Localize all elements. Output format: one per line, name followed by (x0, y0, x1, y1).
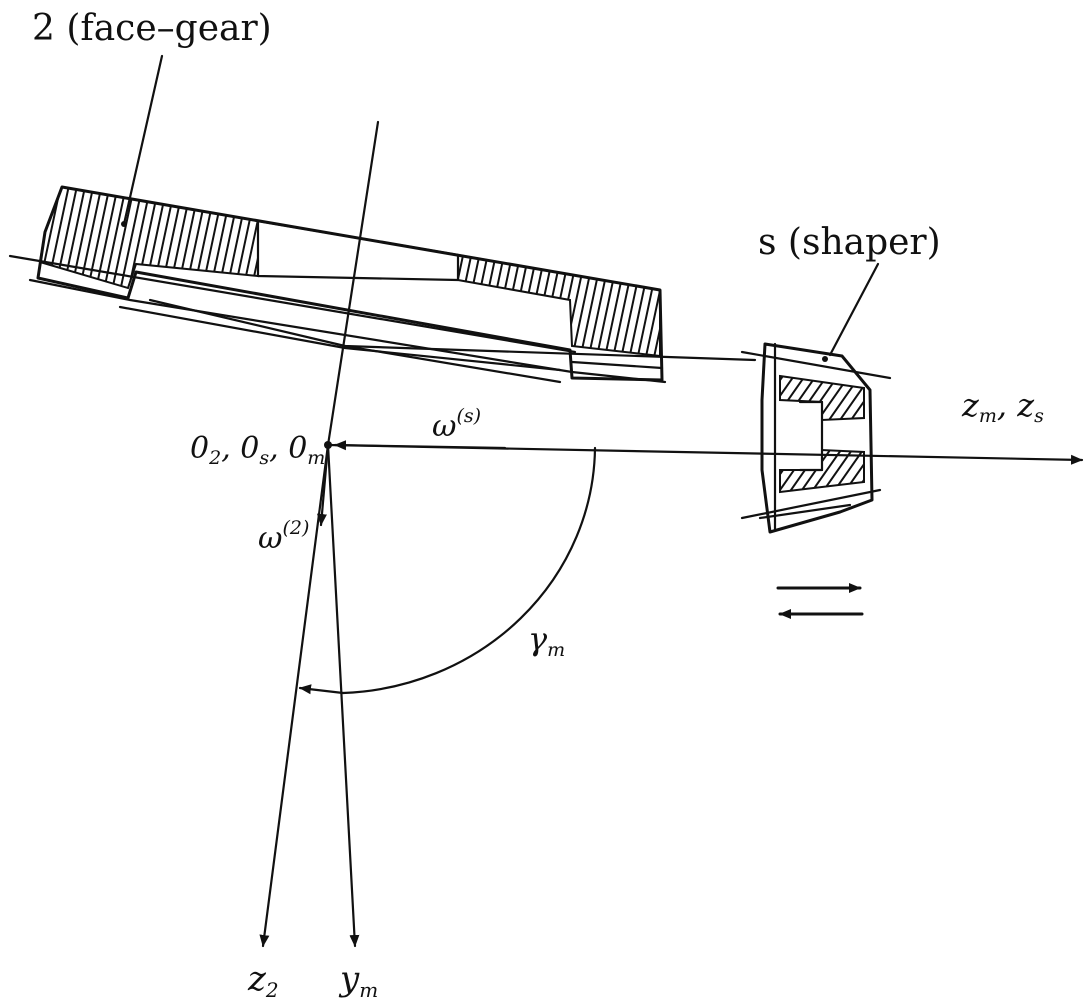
axis-z2 (259, 443, 330, 948)
axis-ym (326, 443, 360, 948)
axis-ym-label: ym (338, 959, 378, 1002)
face-gear-leader (122, 54, 164, 226)
face-gear-axis-line (326, 120, 380, 447)
shaper-leader (828, 262, 880, 357)
shaper-body (740, 342, 892, 534)
axis-z2-label: z2 (247, 959, 279, 1002)
gamma-m-arc-end (298, 684, 345, 695)
gamma-m-label: γm (528, 620, 565, 661)
face-gear-label: 2 (face–gear) (32, 8, 272, 49)
omega-2-label: ω(2) (258, 517, 309, 556)
gamma-m-arc (341, 446, 597, 695)
origin-label: 02, 0s, 0m (190, 431, 325, 469)
face-gear-right-teeth (457, 253, 661, 358)
face-gear-body (8, 185, 757, 384)
omega-s-vector (333, 440, 507, 451)
axis-zm-zs-label: zm, zs (961, 386, 1044, 427)
shaper-label: s (shaper) (758, 222, 941, 263)
origin-point (324, 441, 332, 449)
omega-s-label: ω(s) (432, 405, 481, 444)
reciprocation-arrows (776, 583, 864, 619)
